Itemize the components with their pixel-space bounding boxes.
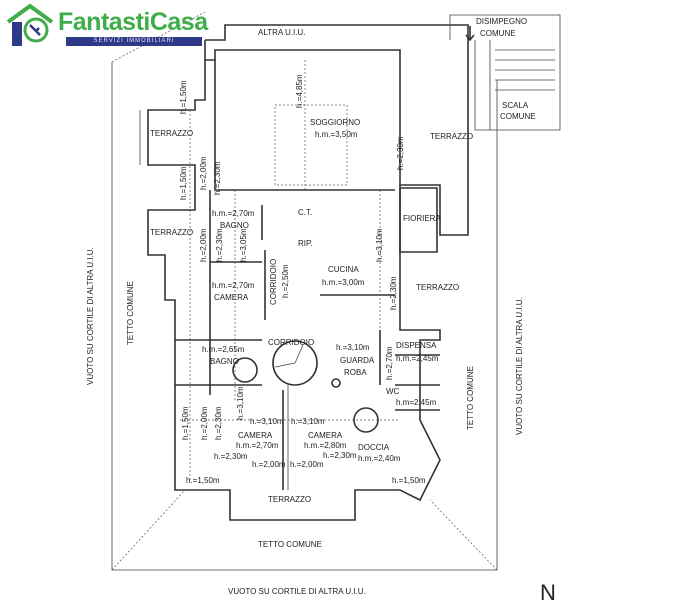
label-cucina-h: h.m.=3,00m bbox=[322, 278, 365, 287]
label-bagno: BAGNO bbox=[210, 357, 239, 366]
label-ct: C.T. bbox=[298, 208, 312, 217]
label-h: h.=2,30m bbox=[214, 452, 248, 461]
label-vuoto-cortile: VUOTO SU CORTILE DI ALTRA U.I.U. bbox=[515, 297, 524, 435]
label-corridoio: CORRIDOIO bbox=[269, 259, 278, 305]
label-disimpegno: DISIMPEGNO bbox=[476, 17, 527, 26]
label-h: h.=2,00m bbox=[290, 460, 324, 469]
label-vuoto-cortile: VUOTO SU CORTILE DI ALTRA U.I.U. bbox=[228, 587, 366, 596]
label-h: h.=2,00m bbox=[199, 228, 208, 262]
walls bbox=[139, 14, 561, 521]
label-camera: CAMERA bbox=[308, 431, 343, 440]
label-h: h.=1,50m bbox=[179, 166, 188, 200]
label-camera-h: h.m.=2,80m bbox=[304, 441, 347, 450]
label-h: h.=2,30m bbox=[213, 161, 222, 195]
stair-icon bbox=[465, 26, 555, 91]
label-terrazzo: TERRAZZO bbox=[416, 283, 459, 292]
label-camera: CAMERA bbox=[238, 431, 273, 440]
label-h: h.=3,10m bbox=[375, 228, 384, 262]
north-indicator: N bbox=[540, 580, 556, 600]
label-dispensa-h: h.m.=2,45m bbox=[396, 354, 439, 363]
label-roba: ROBA bbox=[344, 368, 367, 377]
logo-tagline: SERVIZI IMMOBILIARI bbox=[66, 37, 202, 46]
label-tetto-comune: TETTO COMUNE bbox=[466, 366, 475, 430]
label-h: h.=3,10m bbox=[236, 386, 245, 420]
label-rip: RIP. bbox=[298, 239, 313, 248]
label-h: h.=2,00m bbox=[252, 460, 286, 469]
label-soggiorno-h2: h.=4,85m bbox=[295, 74, 304, 108]
label-soggiorno-h: h.m.=3,50m bbox=[315, 130, 358, 139]
label-wc: WC bbox=[386, 387, 400, 396]
label-camera-h: h.m.=2,70m bbox=[212, 281, 255, 290]
label-h: h.=3,10m bbox=[291, 417, 325, 426]
label-disimpegno-comune: COMUNE bbox=[480, 29, 516, 38]
label-guarda-h: h.=3,10m bbox=[336, 343, 370, 352]
logo-name: FantastiCasa bbox=[58, 8, 208, 36]
label-h: h.=1,50m bbox=[181, 406, 190, 440]
label-h: h.=2,30m bbox=[323, 451, 357, 460]
label-guarda: GUARDA bbox=[340, 356, 375, 365]
label-scala: SCALA bbox=[502, 101, 529, 110]
label-h: h.=2,70m bbox=[385, 346, 394, 380]
label-h: h.=2,30m bbox=[389, 276, 398, 310]
label-altra-uiu: ALTRA U.I.U. bbox=[258, 28, 305, 37]
label-terrazzo: TERRAZZO bbox=[268, 495, 311, 504]
label-vuoto-cortile: VUOTO SU CORTILE DI ALTRA U.I.U. bbox=[86, 247, 95, 385]
label-tetto-comune: TETTO COMUNE bbox=[258, 540, 322, 549]
label-h: h.=2,30m bbox=[215, 228, 224, 262]
label-camera: CAMERA bbox=[214, 293, 249, 302]
label-terrazzo: TERRAZZO bbox=[150, 228, 193, 237]
label-corridoio: CORRIDOIO bbox=[268, 338, 314, 347]
room-labels: ALTRA U.I.U. DISIMPEGNO COMUNE SCALA COM… bbox=[86, 17, 556, 600]
label-h: h.=2,00m bbox=[200, 406, 209, 440]
label-camera-h: h.m.=2,70m bbox=[236, 441, 279, 450]
label-h: h.=3,10m bbox=[250, 417, 284, 426]
label-doccia-h: h.m.=2,40m bbox=[358, 454, 401, 463]
label-h: h.=1,50m bbox=[186, 476, 220, 485]
label-terrazzo: TERRAZZO bbox=[150, 129, 193, 138]
label-bagno-h: h.m.=2,65m bbox=[202, 345, 245, 354]
label-corridoio-h: h.=2,50m bbox=[281, 264, 290, 298]
label-tetto-comune: TETTO COMUNE bbox=[126, 281, 135, 345]
label-terrazzo: TERRAZZO bbox=[430, 132, 473, 141]
logo: FantastiCasa SERVIZI IMMOBILIARI bbox=[6, 4, 208, 46]
label-h: h.=2,30m bbox=[214, 406, 223, 440]
label-cucina: CUCINA bbox=[328, 265, 359, 274]
label-bagno: BAGNO bbox=[220, 221, 249, 230]
label-doccia: DOCCIA bbox=[358, 443, 390, 452]
label-dispensa: DISPENSA bbox=[396, 341, 437, 350]
label-h: h.=1,50m bbox=[392, 476, 426, 485]
label-soggiorno: SOGGIORNO bbox=[310, 118, 360, 127]
label-h: h.=1,50m bbox=[179, 80, 188, 114]
label-h: h.=3,05m bbox=[239, 228, 248, 262]
label-h: h.=2,30m bbox=[396, 136, 405, 170]
house-key-icon bbox=[6, 4, 54, 46]
spiral-stairs bbox=[232, 340, 379, 490]
label-wc-h: h.m=2,45m bbox=[396, 398, 437, 407]
dashed-guides bbox=[180, 60, 400, 480]
label-scala-comune: COMUNE bbox=[500, 112, 536, 121]
label-bagno-h: h.m.=2,70m bbox=[212, 209, 255, 218]
label-h: h.=2,00m bbox=[199, 156, 208, 190]
label-fioriera: FIORIERA bbox=[403, 214, 441, 223]
